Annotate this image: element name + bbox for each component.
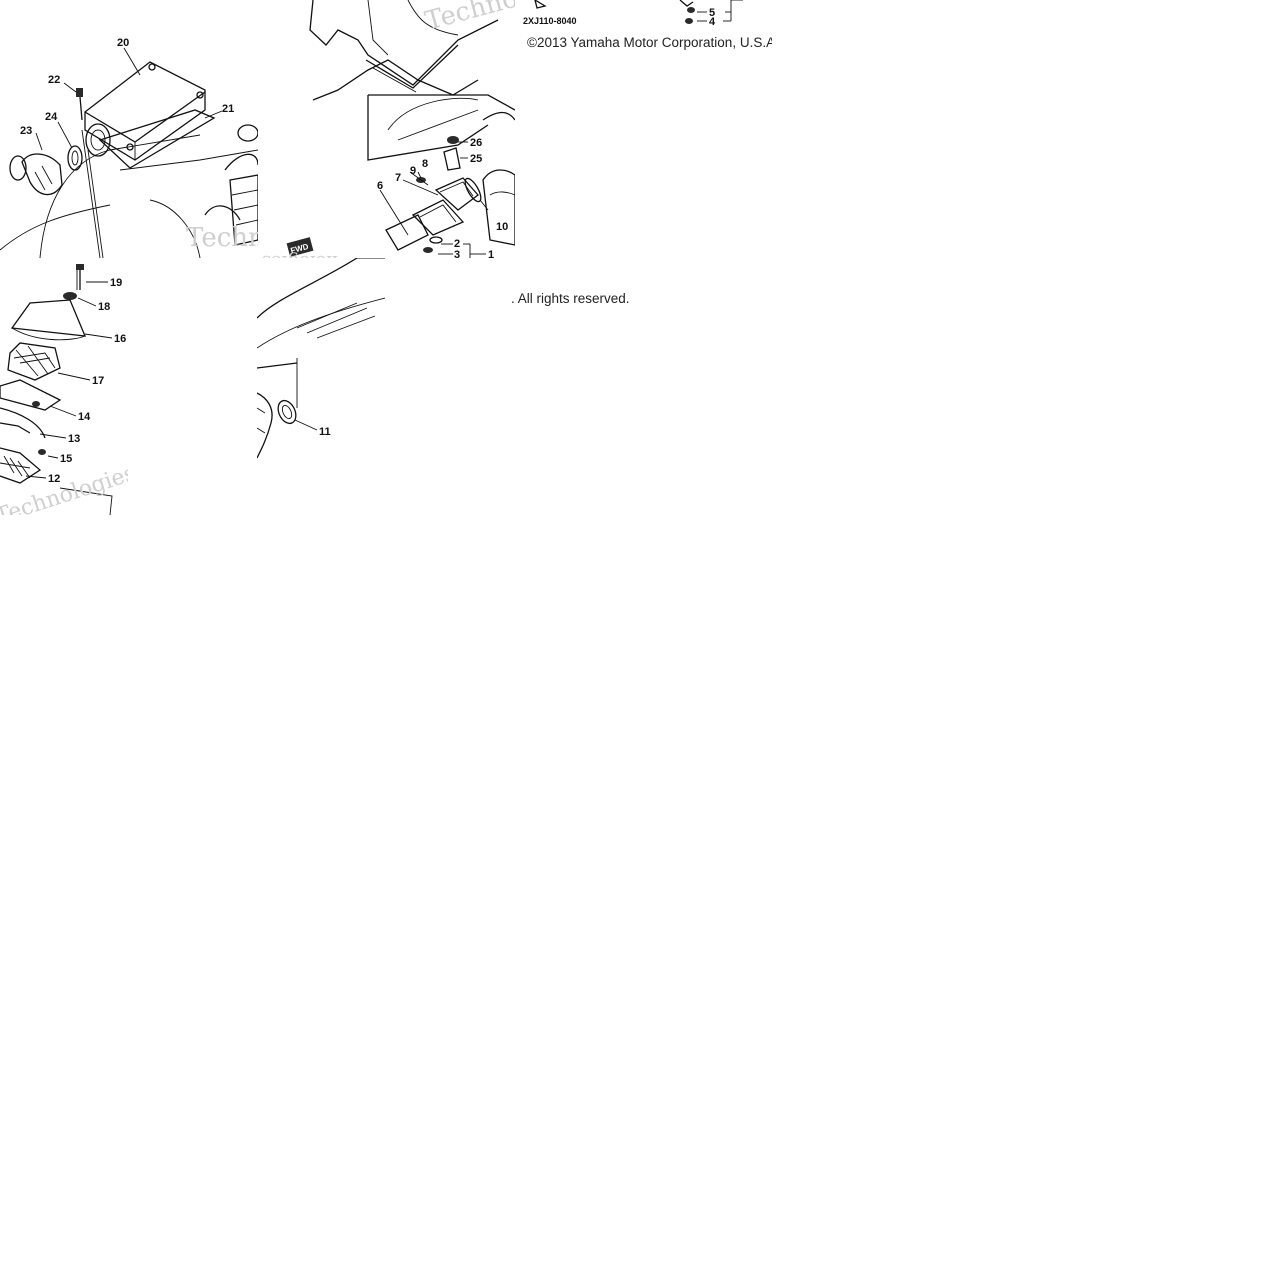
callout-18: 18 bbox=[98, 301, 110, 313]
callout-6: 6 bbox=[377, 180, 383, 192]
filter-assembly-drawing: 19 18 16 17 14 13 15 12 Technologies bbox=[0, 264, 128, 515]
callout-25: 25 bbox=[470, 153, 482, 165]
callout-13: 13 bbox=[68, 433, 80, 445]
callout-8: 8 bbox=[422, 158, 428, 170]
callout-10: 10 bbox=[496, 221, 508, 233]
watermark-top: Techno bbox=[422, 0, 515, 37]
callout-5: 5 bbox=[709, 7, 715, 19]
copyright-continued-strip: . All rights reserved. bbox=[511, 291, 630, 306]
tile-filter-assembly: 19 18 16 17 14 13 15 12 Technologies bbox=[0, 258, 128, 515]
callout-22: 22 bbox=[48, 74, 60, 86]
callout-15: 15 bbox=[60, 453, 72, 465]
callout-4: 4 bbox=[709, 16, 716, 28]
callout-16: 16 bbox=[114, 333, 126, 345]
watermark-mirrored: nologies bbox=[262, 251, 338, 258]
callout-24: 24 bbox=[45, 111, 58, 123]
callout-1: 1 bbox=[488, 249, 494, 258]
lower-hull-drawing: 11 bbox=[257, 258, 385, 459]
callout-19: 19 bbox=[110, 277, 122, 289]
watermark-bottom: Technologies bbox=[0, 461, 128, 515]
callout-9: 9 bbox=[410, 165, 416, 177]
callout-14: 14 bbox=[78, 411, 91, 423]
callout-3: 3 bbox=[454, 249, 460, 258]
callout-12: 12 bbox=[48, 473, 60, 485]
callout-2: 2 bbox=[454, 238, 460, 250]
callout-11: 11 bbox=[319, 426, 331, 438]
callout-20: 20 bbox=[117, 37, 129, 49]
drawing-code: 2XJ110-8040 bbox=[523, 16, 577, 26]
callout-21: 21 bbox=[222, 103, 234, 115]
copyright-line-a: ©2013 Yamaha Motor Corporation, U.S.A bbox=[527, 35, 772, 50]
tile-reed-valve: Techno FWD bbox=[258, 0, 515, 258]
tile-copyright-continued: . All rights reserved. bbox=[511, 286, 651, 308]
callout-17: 17 bbox=[92, 375, 104, 387]
airbox-cover-drawing: 20 21 22 23 24 Techno bbox=[0, 37, 258, 258]
copyright-line-b: . All rights reserved. bbox=[511, 291, 630, 306]
tile-copyright: 2XJ110-8040 5 4 ©2013 Yamaha Motor Corpo… bbox=[515, 0, 772, 52]
reed-valve-drawing: Techno FWD bbox=[262, 0, 515, 258]
watermark-text: Techno bbox=[186, 223, 258, 253]
callout-23: 23 bbox=[20, 125, 32, 137]
copyright-strip: 2XJ110-8040 5 4 ©2013 Yamaha Motor Corpo… bbox=[523, 0, 772, 50]
tile-airbox-cover: 20 21 22 23 24 Techno bbox=[0, 0, 258, 258]
callout-26: 26 bbox=[470, 137, 482, 149]
tile-lower-hull: 11 bbox=[257, 258, 385, 463]
callout-7: 7 bbox=[395, 172, 401, 184]
